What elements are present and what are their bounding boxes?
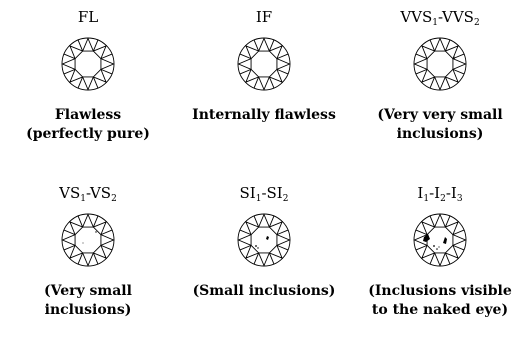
clarity-grade-cell: VVS1-VVS2 (Very very small inclusions): [352, 0, 528, 160]
inclusion-mark: [453, 56, 455, 58]
grade-description: Internally flawless: [176, 106, 352, 125]
grade-description-line: (perfectly pure): [26, 126, 150, 142]
grade-title-part: SI: [239, 184, 256, 202]
grade-description-line: (Very very small: [377, 107, 503, 123]
inclusion-mark: [266, 236, 269, 240]
inclusion-mark: [95, 231, 97, 233]
inclusion-mark: [438, 246, 440, 248]
clarity-grade-cell: VS1-VS2 (Very small inclusions): [0, 176, 176, 336]
inclusion-mark: [436, 248, 438, 250]
grade-title-part: -VS: [86, 184, 112, 202]
grade-title-part: I: [417, 184, 424, 202]
grade-title-part: 2: [473, 18, 480, 28]
grade-description-line: (Very small: [44, 283, 132, 299]
grade-title: FL: [0, 8, 176, 26]
grade-description-line: (Small inclusions): [192, 283, 336, 299]
diamond-outline-icon: [61, 37, 115, 91]
grade-title: I1-I2-I3: [352, 184, 528, 204]
grade-title-part: 1: [423, 194, 430, 204]
grade-title-part: 1: [432, 18, 439, 28]
inclusion-mark: [443, 237, 447, 244]
grade-title-part: 2: [282, 194, 289, 204]
diamond-outline-icon: [61, 213, 115, 267]
clarity-grade-cell: IF Internally flawless: [176, 0, 352, 160]
clarity-grade-cell: SI1-SI2 (Small inclusions): [176, 176, 352, 336]
grade-description-line: (Inclusions visible: [368, 283, 512, 299]
grade-title: SI1-SI2: [176, 184, 352, 204]
grade-description: Flawless (perfectly pure): [0, 106, 176, 144]
inclusion-mark: [454, 58, 455, 60]
diamond-outline-icon: [413, 37, 467, 91]
grade-description: (Inclusions visible to the naked eye): [352, 282, 528, 320]
grade-title-part: 3: [456, 194, 463, 204]
diamond-outline-icon: [237, 213, 291, 267]
grade-title-part: -VVS: [438, 8, 474, 26]
diamond-outline-icon: [413, 213, 467, 267]
grade-description-line: Flawless: [54, 107, 122, 123]
grade-title-part: 1: [80, 194, 86, 204]
clarity-grade-cell: FL Flawless (perfectly pure): [0, 0, 176, 160]
inclusion-mark: [255, 245, 257, 247]
grade-description-line: to the naked eye): [371, 302, 509, 318]
inclusion-mark: [433, 245, 435, 247]
inclusion-mark: [257, 247, 259, 249]
inclusion-mark: [82, 242, 84, 244]
grade-title-part: VS: [59, 184, 81, 202]
grade-title: VS1-VS2: [0, 184, 176, 204]
grade-title-part: 2: [111, 194, 117, 204]
grade-title-part: FL: [77, 8, 99, 26]
grade-description: (Very very small inclusions): [352, 106, 528, 144]
grade-title-part: -I: [429, 184, 441, 202]
diamond-outline-icon: [237, 37, 291, 91]
grade-description: (Small inclusions): [176, 282, 352, 301]
grade-title: VVS1-VVS2: [352, 8, 528, 28]
grade-description-line: inclusions): [396, 126, 484, 142]
grade-description-line: inclusions): [44, 302, 132, 318]
inclusion-mark: [423, 234, 430, 242]
grade-title-part: -SI: [261, 184, 283, 202]
grade-title-part: 1: [255, 194, 262, 204]
grade-title-part: VVS: [400, 8, 433, 26]
grade-description-line: Internally flawless: [192, 107, 336, 123]
grade-title-part: 2: [440, 194, 446, 204]
grade-title-part: -I: [445, 184, 457, 202]
grade-title-part: IF: [255, 8, 273, 26]
grade-description: (Very small inclusions): [0, 282, 176, 320]
grade-title: IF: [176, 8, 352, 26]
